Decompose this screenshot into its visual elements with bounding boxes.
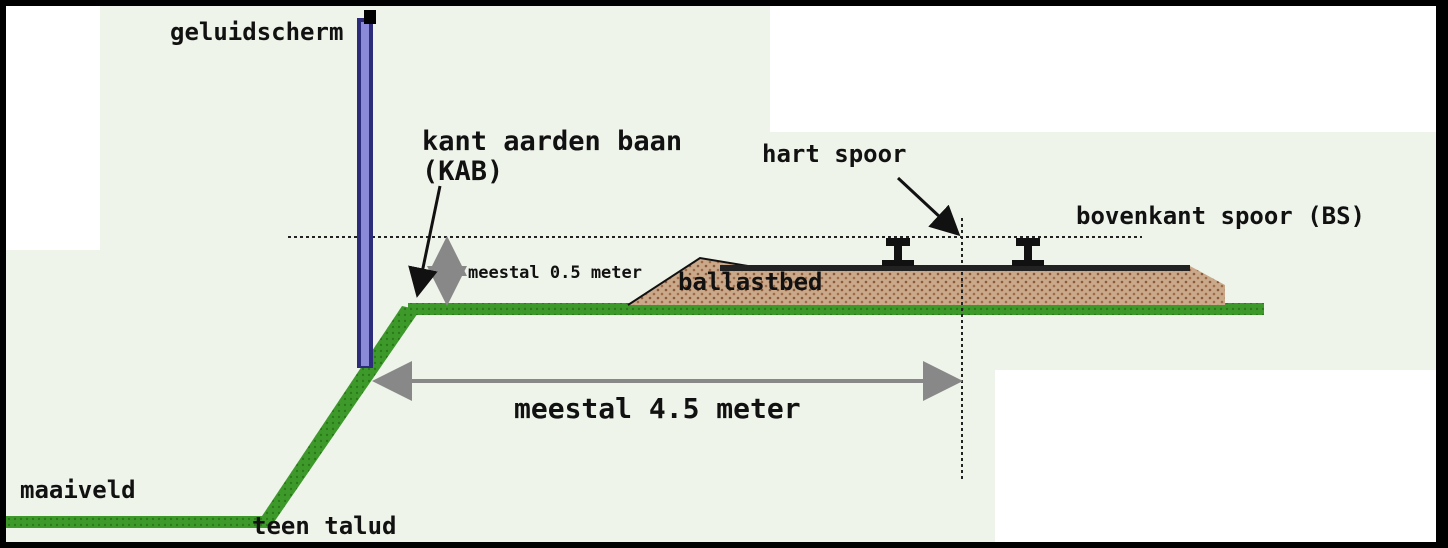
white-cutout-top-left <box>6 6 100 250</box>
embankment-top-line <box>408 303 1264 315</box>
label-width-note: meestal 4.5 meter <box>514 392 801 425</box>
rail-right <box>1012 238 1044 266</box>
noise-barrier-cap <box>364 10 376 24</box>
rail-left <box>882 238 914 266</box>
label-noise-barrier: geluidscherm <box>170 18 343 46</box>
label-ground-level: maaiveld <box>20 476 136 504</box>
label-top-of-rail: bovenkant spoor (BS) <box>1076 202 1365 230</box>
label-embankment-edge: kant aarden baan <box>422 126 682 157</box>
label-track-center: hart spoor <box>762 140 907 168</box>
noise-barrier-inner <box>361 22 369 366</box>
sleeper <box>720 265 1190 271</box>
label-height-note: meestal 0.5 meter <box>468 263 642 283</box>
ballast-outline <box>627 256 761 306</box>
label-embankment-edge-abbr: (KAB) <box>422 156 503 187</box>
kab-pointer-arrow <box>408 185 442 298</box>
white-cutout-bottom-right <box>995 370 1436 542</box>
white-cutout-top-right <box>770 6 1436 132</box>
label-ballast-bed: ballastbed <box>678 268 823 296</box>
label-toe-of-slope: teen talud <box>252 512 397 540</box>
ground-level-line <box>6 516 264 528</box>
track-center-pointer-arrow <box>896 176 961 237</box>
